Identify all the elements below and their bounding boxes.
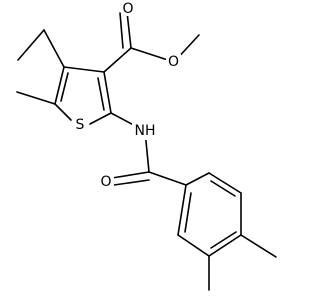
atom-carbonyl-oxygen-ester: O <box>121 1 135 17</box>
atom-label-o: O <box>100 174 111 190</box>
bond-benzene-double-c <box>184 192 192 233</box>
bond-amide-carbonyl <box>111 171 150 179</box>
atom-ring-sulfur: S <box>72 117 89 134</box>
bonds <box>16 11 277 291</box>
bond-benzene-c1-c2 <box>185 172 210 186</box>
bond-ester-carbonyl <box>126 11 132 49</box>
atom-label-s: S <box>76 117 85 133</box>
bond-benzene-c2-c3 <box>208 172 242 194</box>
bond-ring-c4-c3 <box>63 66 105 73</box>
bond-carbonyl-to-benzene <box>148 171 187 186</box>
bond-ester-carbonyl-double <box>119 12 124 49</box>
bond-amide-carbonyl-double <box>113 179 150 186</box>
molecular-structure-diagram: O O S NH O <box>16 1 277 291</box>
bond-c3-ester-carbon <box>103 47 132 73</box>
atom-amide-nitrogen: NH <box>132 123 159 140</box>
atom-label-nh: NH <box>135 123 156 139</box>
bond-ring-s-c2 <box>89 112 112 125</box>
bond-ring-c3-c2-double <box>97 77 105 111</box>
bond-benzene-methyl-upper <box>240 234 277 258</box>
bond-ring-c4-c5 <box>54 66 65 105</box>
bond-benzene-c5-c6 <box>177 234 210 257</box>
bond-benzene-c4-c5 <box>208 234 242 257</box>
bond-benzene-c6-c1 <box>177 184 187 236</box>
atom-label-o: O <box>122 1 133 17</box>
bond-ring-c5-s <box>54 103 72 121</box>
bond-ring-methyl <box>16 91 56 105</box>
bond-ethyl-ch3-ch2 <box>17 29 45 61</box>
bond-ring-c3-c2 <box>103 71 112 114</box>
bond-ethyl-ch2-ring <box>43 29 65 68</box>
atom-ether-oxygen: O <box>166 54 181 70</box>
atom-carbonyl-oxygen-amide: O <box>99 174 114 191</box>
atom-labels: O O S NH O <box>72 1 181 191</box>
bond-benzene-double-a <box>210 180 236 197</box>
bond-benzene-double-b <box>210 231 237 249</box>
atom-label-o: O <box>168 54 179 70</box>
bond-ring-c4-c5-double <box>60 72 69 102</box>
